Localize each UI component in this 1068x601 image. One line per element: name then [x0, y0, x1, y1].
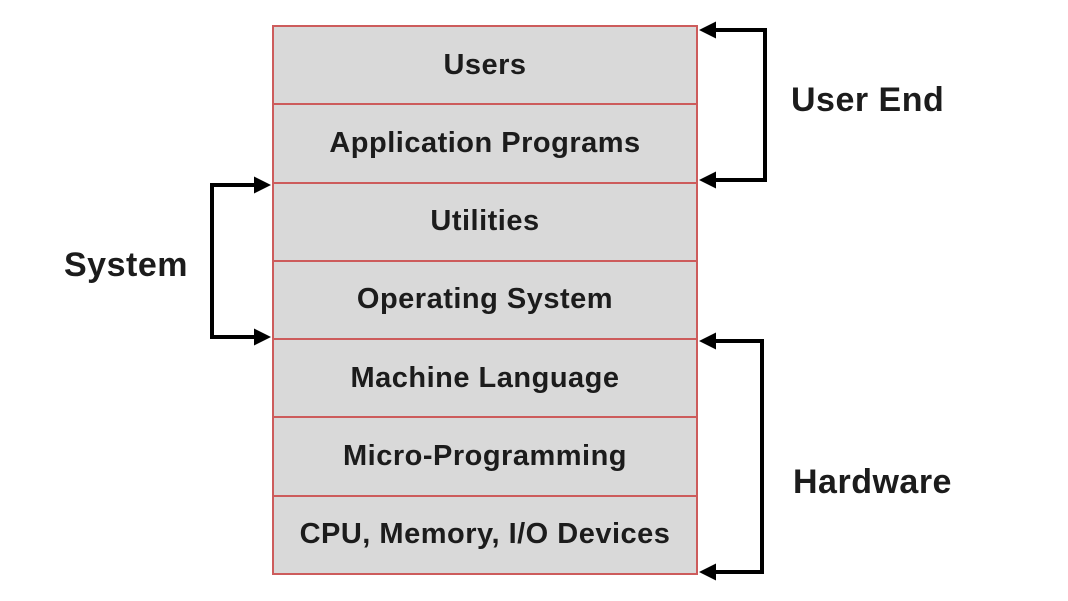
- layer-row-utilities: Utilities: [274, 183, 696, 262]
- user-end-bracket-arrow: [699, 21, 767, 189]
- arrowhead-right-icon: [254, 176, 271, 194]
- arrowhead-left-icon: [699, 21, 716, 39]
- layer-row-cpu-memory-io: CPU, Memory, I/O Devices: [274, 496, 696, 573]
- layer-row-operating-system: Operating System: [274, 261, 696, 341]
- hardware-label: Hardware: [793, 463, 952, 501]
- hardware-bracket-arrow: [699, 332, 764, 581]
- system-label: System: [64, 246, 188, 284]
- user-end-label: User End: [791, 81, 945, 119]
- layer-row-application-programs: Application Programs: [274, 105, 696, 184]
- layer-row-micro-programming: Micro-Programming: [274, 418, 696, 497]
- arrowhead-left-icon: [699, 563, 716, 581]
- arrowhead-right-icon: [254, 328, 271, 346]
- arrowhead-left-icon: [699, 171, 716, 189]
- system-bracket-arrow: [210, 176, 271, 346]
- layer-row-users: Users: [274, 27, 696, 106]
- arrowhead-left-icon: [699, 332, 716, 350]
- layer-stack: Users Application Programs Utilities Ope…: [272, 25, 698, 575]
- layer-row-machine-language: Machine Language: [274, 340, 696, 419]
